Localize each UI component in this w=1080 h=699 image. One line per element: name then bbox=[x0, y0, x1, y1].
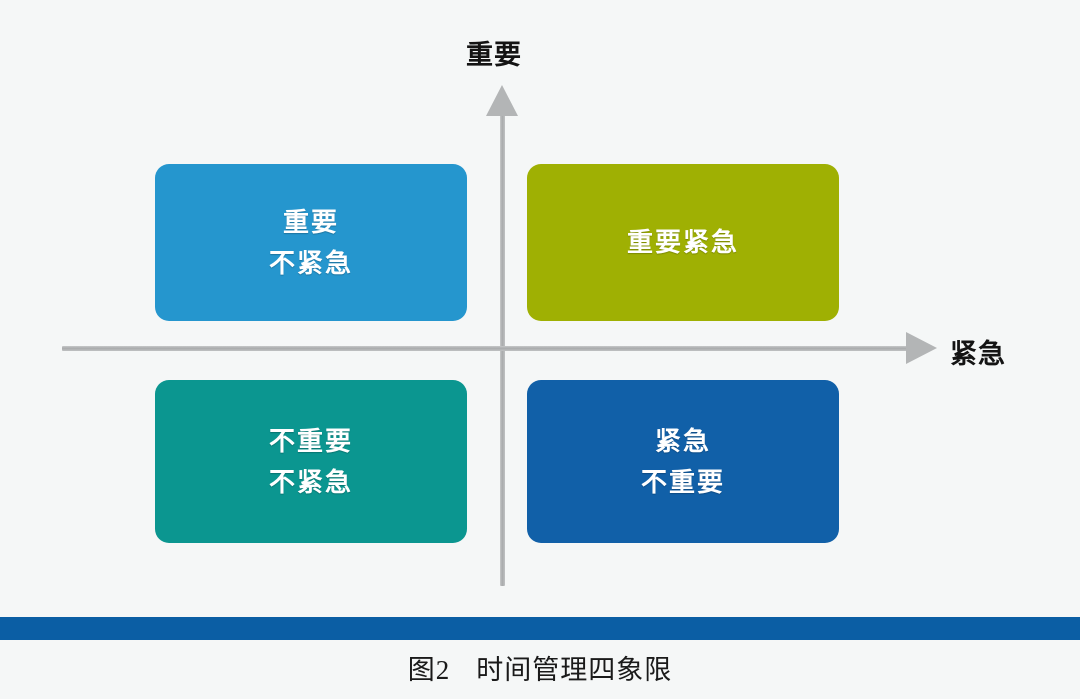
quadrant-label-line: 重要紧急 bbox=[626, 227, 739, 258]
quadrant-label-line: 不紧急 bbox=[268, 466, 353, 497]
figure-caption-number: 图2 bbox=[407, 655, 451, 685]
vertical-axis-arrowhead-icon bbox=[486, 85, 518, 116]
quadrant-important-urgent: 重要紧急 bbox=[527, 164, 848, 321]
quadrant-urgent-not-important: 紧急 不重要 bbox=[527, 380, 848, 543]
horizontal-axis-arrowhead-icon bbox=[906, 332, 937, 364]
quadrant-important-not-urgent: 重要 不紧急 bbox=[155, 164, 476, 321]
quadrant-not-important-not-urgent: 不重要 不紧急 bbox=[155, 380, 476, 543]
quadrant-label-line: 不重要 bbox=[268, 426, 353, 457]
horizontal-axis-label: 紧急 bbox=[950, 339, 1006, 369]
quadrant-label-line: 紧急 bbox=[654, 426, 711, 457]
figure-caption: 图2 时间管理四象限 bbox=[0, 648, 1080, 687]
figure-caption-text: 时间管理四象限 bbox=[476, 655, 673, 685]
horizontal-axis-line bbox=[62, 346, 915, 351]
quadrant-label-line: 不重要 bbox=[640, 466, 725, 497]
quadrant-label-line: 不紧急 bbox=[268, 247, 353, 278]
quadrant-diagram-canvas: 重要 紧急 重要 不紧急 重要紧急 不重要 不紧急 紧急 不重要 bbox=[62, 40, 1006, 586]
quadrant-label-line: 重要 bbox=[282, 207, 339, 238]
vertical-axis-label: 重要 bbox=[466, 40, 522, 70]
footer-divider-bar bbox=[0, 617, 1080, 640]
